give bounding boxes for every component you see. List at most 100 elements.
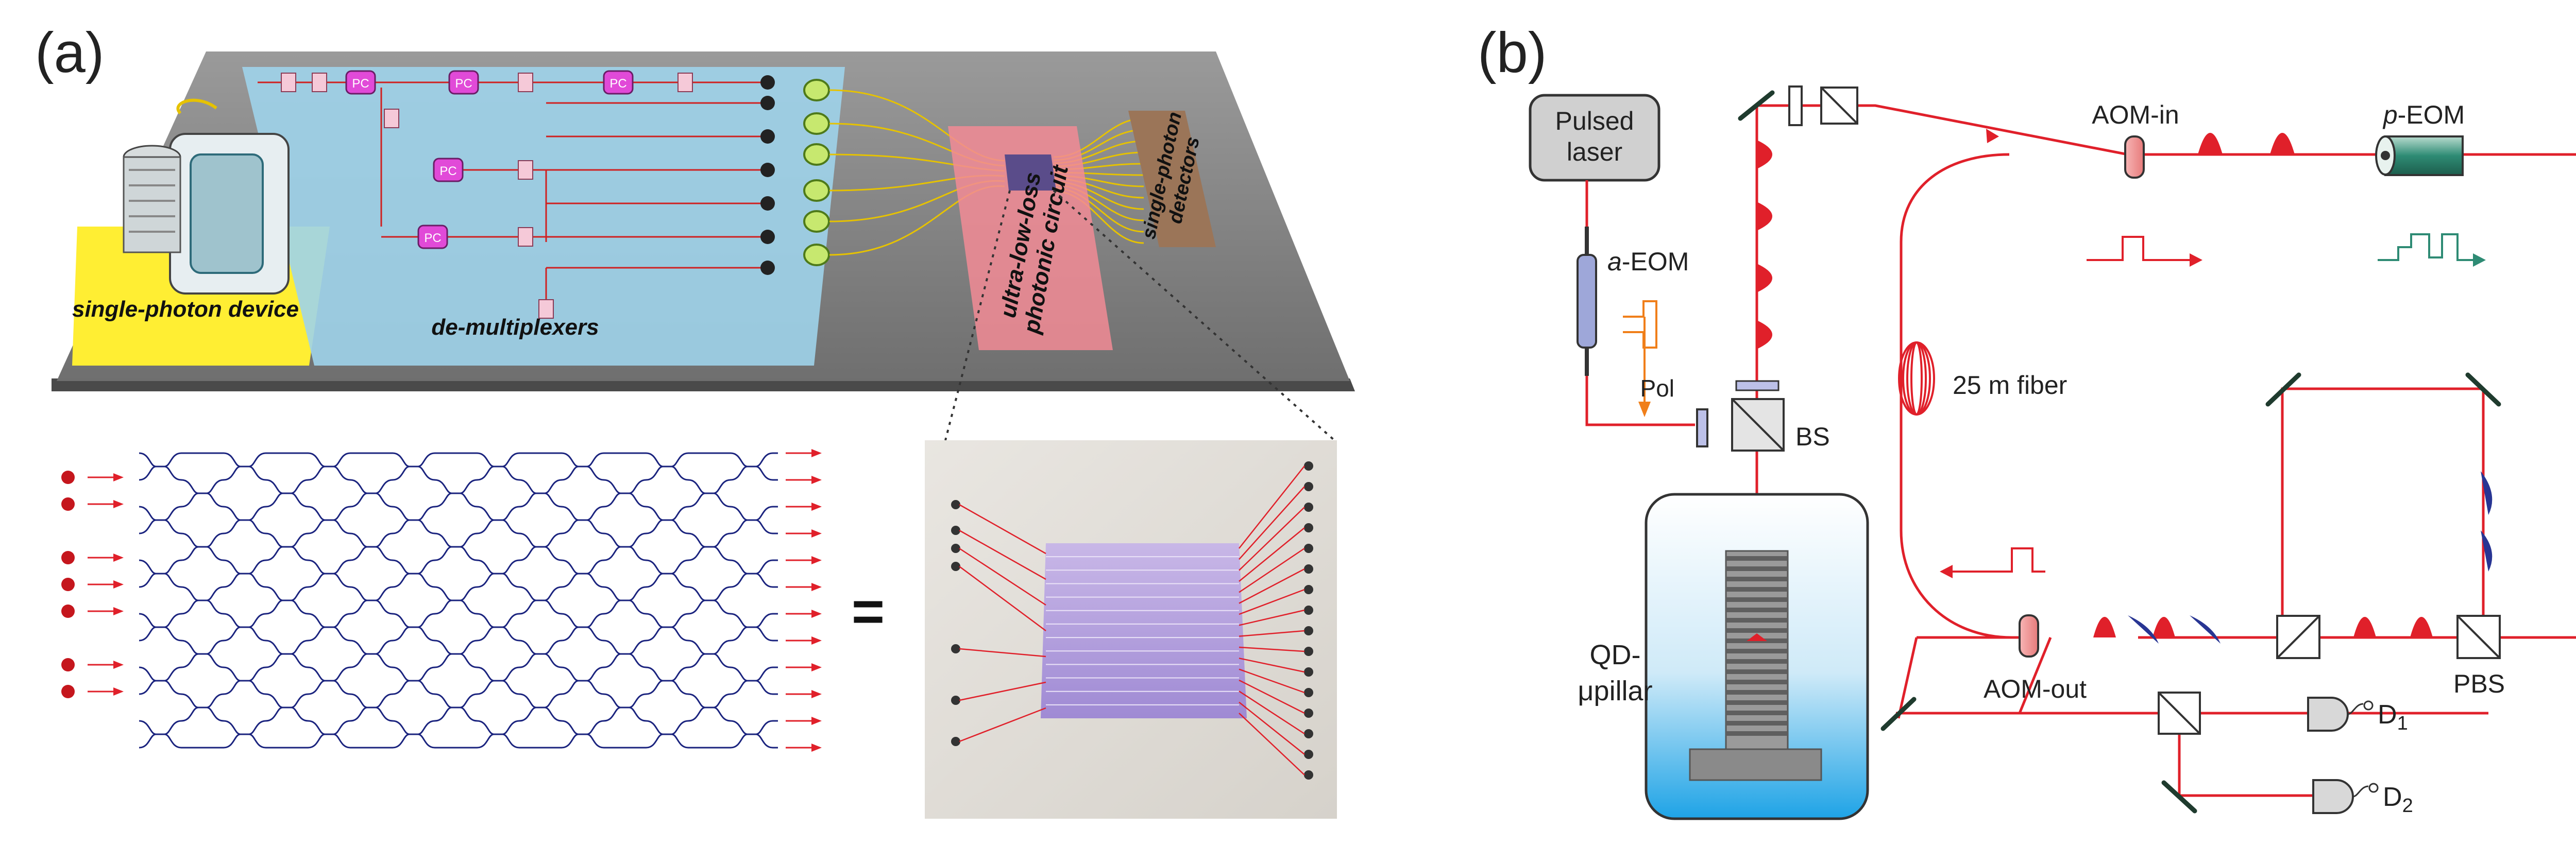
demux-zone-label: de-multiplexers	[431, 315, 599, 340]
pulse	[2128, 615, 2159, 644]
bragg-layer	[1726, 680, 1788, 684]
output-fiber	[1304, 523, 1313, 532]
demultiplexer-zone	[242, 67, 845, 366]
fiber-spool	[803, 79, 830, 101]
output-ray	[1239, 527, 1305, 582]
qd-label-line1: QD-	[1590, 640, 1641, 670]
fiber-spool	[803, 112, 830, 135]
mesh-output-arrows	[786, 449, 822, 752]
input-ray	[959, 547, 1046, 606]
single-photon-dot	[61, 605, 75, 618]
input-ray	[959, 681, 1046, 701]
p-eom-drive-signal	[2378, 233, 2478, 261]
pockels-cell-label: PC	[424, 231, 441, 245]
input-fiber	[951, 737, 960, 746]
single-photon-dot	[61, 551, 75, 564]
single-photon-dot	[61, 578, 75, 591]
demux-optic	[518, 227, 533, 247]
fiber-coil	[1898, 341, 1935, 416]
bragg-layer	[1726, 731, 1788, 736]
detector-block	[1128, 111, 1216, 247]
waveguide	[139, 519, 778, 548]
output-ray	[1239, 713, 1305, 775]
d1-label: D1	[2378, 700, 2408, 734]
output-ray	[1239, 679, 1305, 714]
output-ray	[1239, 547, 1305, 593]
fiber-spool	[803, 143, 830, 166]
pockels-cell-label: PC	[455, 77, 472, 91]
bottom-pulse-train	[2093, 615, 2433, 644]
output-ray	[1239, 568, 1305, 604]
pockels-cell	[448, 70, 479, 95]
input-fiber	[951, 500, 960, 509]
output-arrowhead	[811, 503, 822, 511]
output-ray	[1239, 668, 1305, 694]
pulse	[2198, 133, 2223, 154]
input-ray	[959, 707, 1046, 743]
demux-optic	[518, 73, 533, 92]
fiber-coupler	[760, 230, 775, 244]
output-fiber	[1304, 585, 1313, 594]
waveguide	[139, 465, 778, 494]
pulsed-laser-line1: Pulsed	[1555, 107, 1634, 135]
pulse	[2410, 617, 2433, 637]
bragg-layer	[1726, 690, 1788, 695]
waveguide	[139, 680, 778, 709]
qd-micropillar	[1689, 550, 1822, 781]
output-ray	[1239, 609, 1305, 626]
input-ray	[959, 648, 1046, 658]
aom-in-gate-signal	[2087, 236, 2195, 261]
fiber-coupler	[760, 75, 775, 90]
pulse	[2481, 530, 2493, 572]
zoom-line-left	[944, 190, 1011, 441]
output-fiber	[1304, 564, 1313, 574]
pockels-cell	[603, 70, 634, 95]
fiber-coupler	[760, 261, 775, 275]
bragg-layer	[1726, 700, 1788, 705]
input-ray	[959, 504, 1046, 555]
bragg-layer	[1726, 628, 1788, 633]
output-ray	[1239, 589, 1305, 615]
waveguide	[139, 573, 778, 601]
pulsed-laser	[1529, 94, 1660, 182]
single-photon-inputs	[61, 471, 124, 698]
fiber-coupler	[760, 96, 775, 110]
bragg-layer	[1726, 669, 1788, 674]
fiber-label: 25 m fiber	[1953, 371, 2067, 400]
bragg-layer	[1726, 711, 1788, 715]
pulse	[2353, 617, 2376, 637]
demux-optic	[538, 299, 554, 319]
output-fiber	[1304, 647, 1313, 656]
detector-d1	[2307, 697, 2374, 732]
p-eom	[2375, 135, 2464, 176]
input-arrowhead	[113, 580, 124, 589]
waveplate-top	[1788, 85, 1803, 126]
bs-label: BS	[1795, 422, 1830, 451]
pulse	[1757, 202, 1772, 231]
a-eom	[1577, 227, 1597, 376]
pulse	[1757, 320, 1772, 349]
input-arrowhead	[113, 661, 124, 669]
waveguide	[139, 626, 778, 655]
demux-optic	[518, 160, 533, 180]
waveguide	[139, 452, 778, 468]
output-arrowhead	[811, 690, 822, 698]
demux-optic	[312, 73, 327, 92]
single-photon-dot	[61, 497, 75, 511]
fiber-spool	[803, 244, 830, 266]
input-arrowhead	[113, 473, 124, 481]
input-ray	[959, 565, 1046, 632]
output-ray	[1239, 465, 1305, 549]
aom-out-gate-signal	[1950, 547, 2045, 573]
single-photon-dot	[61, 658, 75, 671]
equals-sign: =	[852, 580, 885, 643]
demux-optic	[281, 73, 296, 92]
pockels-cell-label: PC	[609, 77, 626, 91]
output-ray	[1239, 486, 1305, 560]
input-fiber	[951, 562, 960, 571]
pulse	[2481, 471, 2493, 515]
output-fiber	[1304, 688, 1313, 697]
panel-b-label: (b)	[1478, 21, 1547, 84]
aom-in	[2124, 135, 2145, 179]
